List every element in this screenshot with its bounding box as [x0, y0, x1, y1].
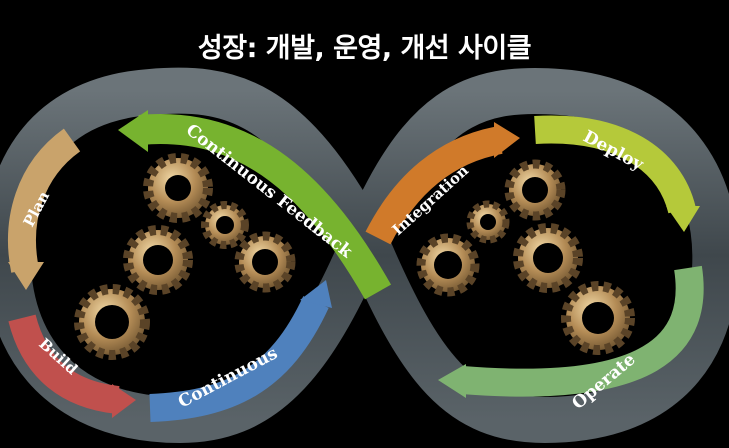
- gear-icon: [561, 281, 635, 355]
- slide-title: 성장: 개발, 운영, 개선 사이클: [197, 33, 532, 64]
- gear-icon: [504, 159, 566, 221]
- gear-icon: [143, 153, 213, 223]
- gear-icon: [466, 200, 510, 244]
- gear-icon: [416, 233, 480, 297]
- gear-icon: [201, 201, 249, 249]
- right-gear-cluster: [416, 159, 635, 355]
- gear-icon: [234, 231, 296, 293]
- continuous-arrow: Continuous: [149, 280, 332, 422]
- gear-icon: [123, 225, 193, 295]
- gear-icon: [513, 223, 583, 293]
- left-gear-cluster: [74, 153, 296, 360]
- gear-icon: [74, 284, 150, 360]
- infinity-loop: [0, 67, 729, 444]
